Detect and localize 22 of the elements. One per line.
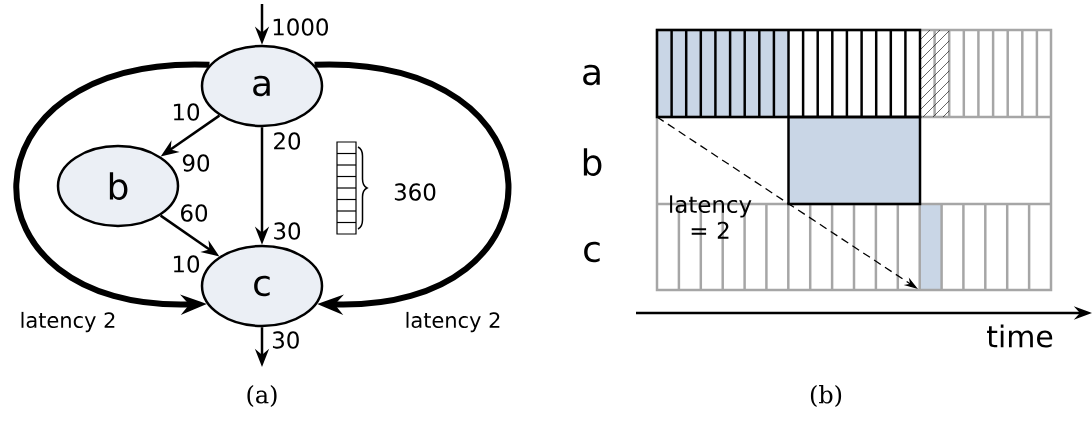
edge-label: latency 2 — [406, 311, 500, 333]
ellipse-node: a — [200, 44, 324, 128]
latency-annotation: latency = 2 — [670, 195, 752, 239]
row-label: c — [584, 241, 600, 263]
edge-label: 1000 — [273, 18, 328, 36]
edge-label: 30 — [272, 331, 299, 349]
row-label: b — [583, 148, 602, 176]
ellipse-node: c — [200, 244, 324, 328]
subfigure-caption: (a) — [247, 385, 277, 407]
port-number: 10 — [173, 103, 200, 121]
arrow — [314, 61, 512, 316]
ellipse-node: b — [56, 144, 180, 228]
port-number: 90 — [182, 154, 210, 172]
port-number: 60 — [181, 204, 208, 222]
queue-size: 360 — [394, 183, 436, 201]
edge-label: latency 2 — [21, 311, 115, 333]
subfigure-caption: (b) — [810, 385, 842, 407]
port-number: 30 — [274, 222, 301, 240]
row-label: a — [583, 64, 600, 86]
port-number: 10 — [173, 255, 200, 273]
port-number: 20 — [274, 132, 301, 150]
axis-label: time — [987, 324, 1053, 348]
